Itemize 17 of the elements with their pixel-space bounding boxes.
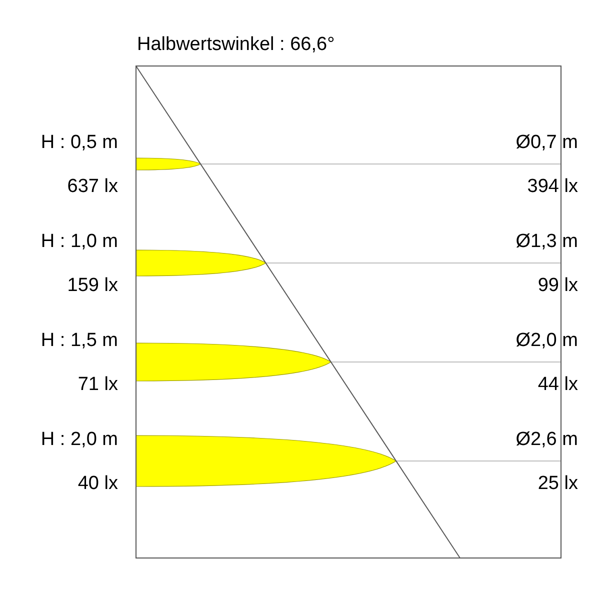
illuminance-label: 99 lx xyxy=(538,275,578,297)
height-label: H : 0,5 m xyxy=(40,132,118,154)
diameter-label: Ø2,6 m xyxy=(516,429,578,451)
illuminance-label: 71 lx xyxy=(78,374,118,396)
diameter-label: Ø2,0 m xyxy=(516,330,578,352)
height-label: H : 1,5 m xyxy=(40,330,118,352)
diagram-title: Halbwertswinkel : 66,6° xyxy=(137,34,335,56)
diameter-label: Ø1,3 m xyxy=(516,231,578,253)
diameter-label: Ø0,7 m xyxy=(516,132,578,154)
illuminance-label: 159 lx xyxy=(67,275,118,297)
illuminance-label: 44 lx xyxy=(538,374,578,396)
height-label: H : 1,0 m xyxy=(40,231,118,253)
illuminance-label: 40 lx xyxy=(78,473,118,495)
illuminance-label: 394 lx xyxy=(527,176,578,198)
illuminance-label: 25 lx xyxy=(538,473,578,495)
height-label: H : 2,0 m xyxy=(40,429,118,451)
illuminance-label: 637 lx xyxy=(67,176,118,198)
